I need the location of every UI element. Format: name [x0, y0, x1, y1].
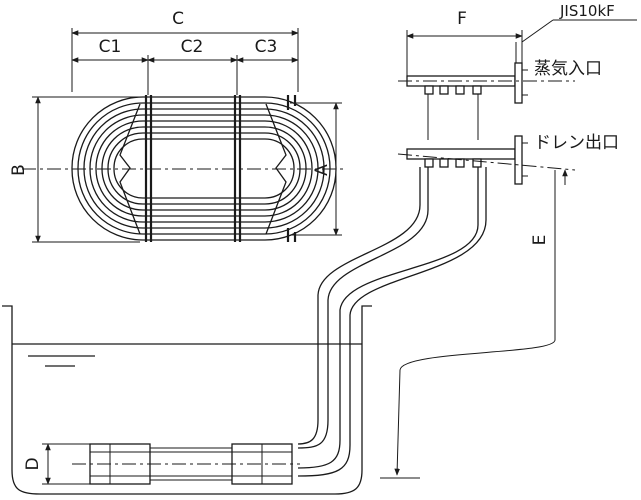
coil-top-view — [22, 95, 345, 242]
dimension-c1-label: C1 — [99, 37, 122, 57]
steam-inlet-label: 蒸気入口 — [534, 59, 602, 79]
dimension-b: B — [9, 96, 140, 243]
dimension-f: F — [406, 9, 523, 76]
dimension-f-label: F — [457, 9, 467, 29]
dimension-d-label: D — [23, 457, 43, 470]
submerged-coil-side — [72, 443, 300, 485]
dimension-e: E — [380, 169, 568, 479]
dimension-c1-c3: C1 C2 C3 — [71, 37, 299, 95]
connecting-pipes — [297, 167, 487, 477]
flange-standard-callout: JIS10kF — [521, 2, 637, 43]
tank — [2, 305, 372, 495]
dimension-c3-label: C3 — [255, 37, 278, 57]
dimension-e-label: E — [530, 235, 550, 246]
drain-outlet-label: ドレン出口 — [534, 133, 619, 153]
dimension-a-label: A — [312, 164, 332, 176]
flange-standard-label: JIS10kF — [559, 2, 615, 20]
dimension-b-label: B — [9, 164, 29, 176]
dimension-c-label: C — [172, 9, 184, 29]
header-side-view — [397, 42, 576, 185]
dimension-c2-label: C2 — [181, 37, 204, 57]
dimension-a: A — [290, 102, 342, 236]
dimension-d: D — [23, 443, 92, 485]
